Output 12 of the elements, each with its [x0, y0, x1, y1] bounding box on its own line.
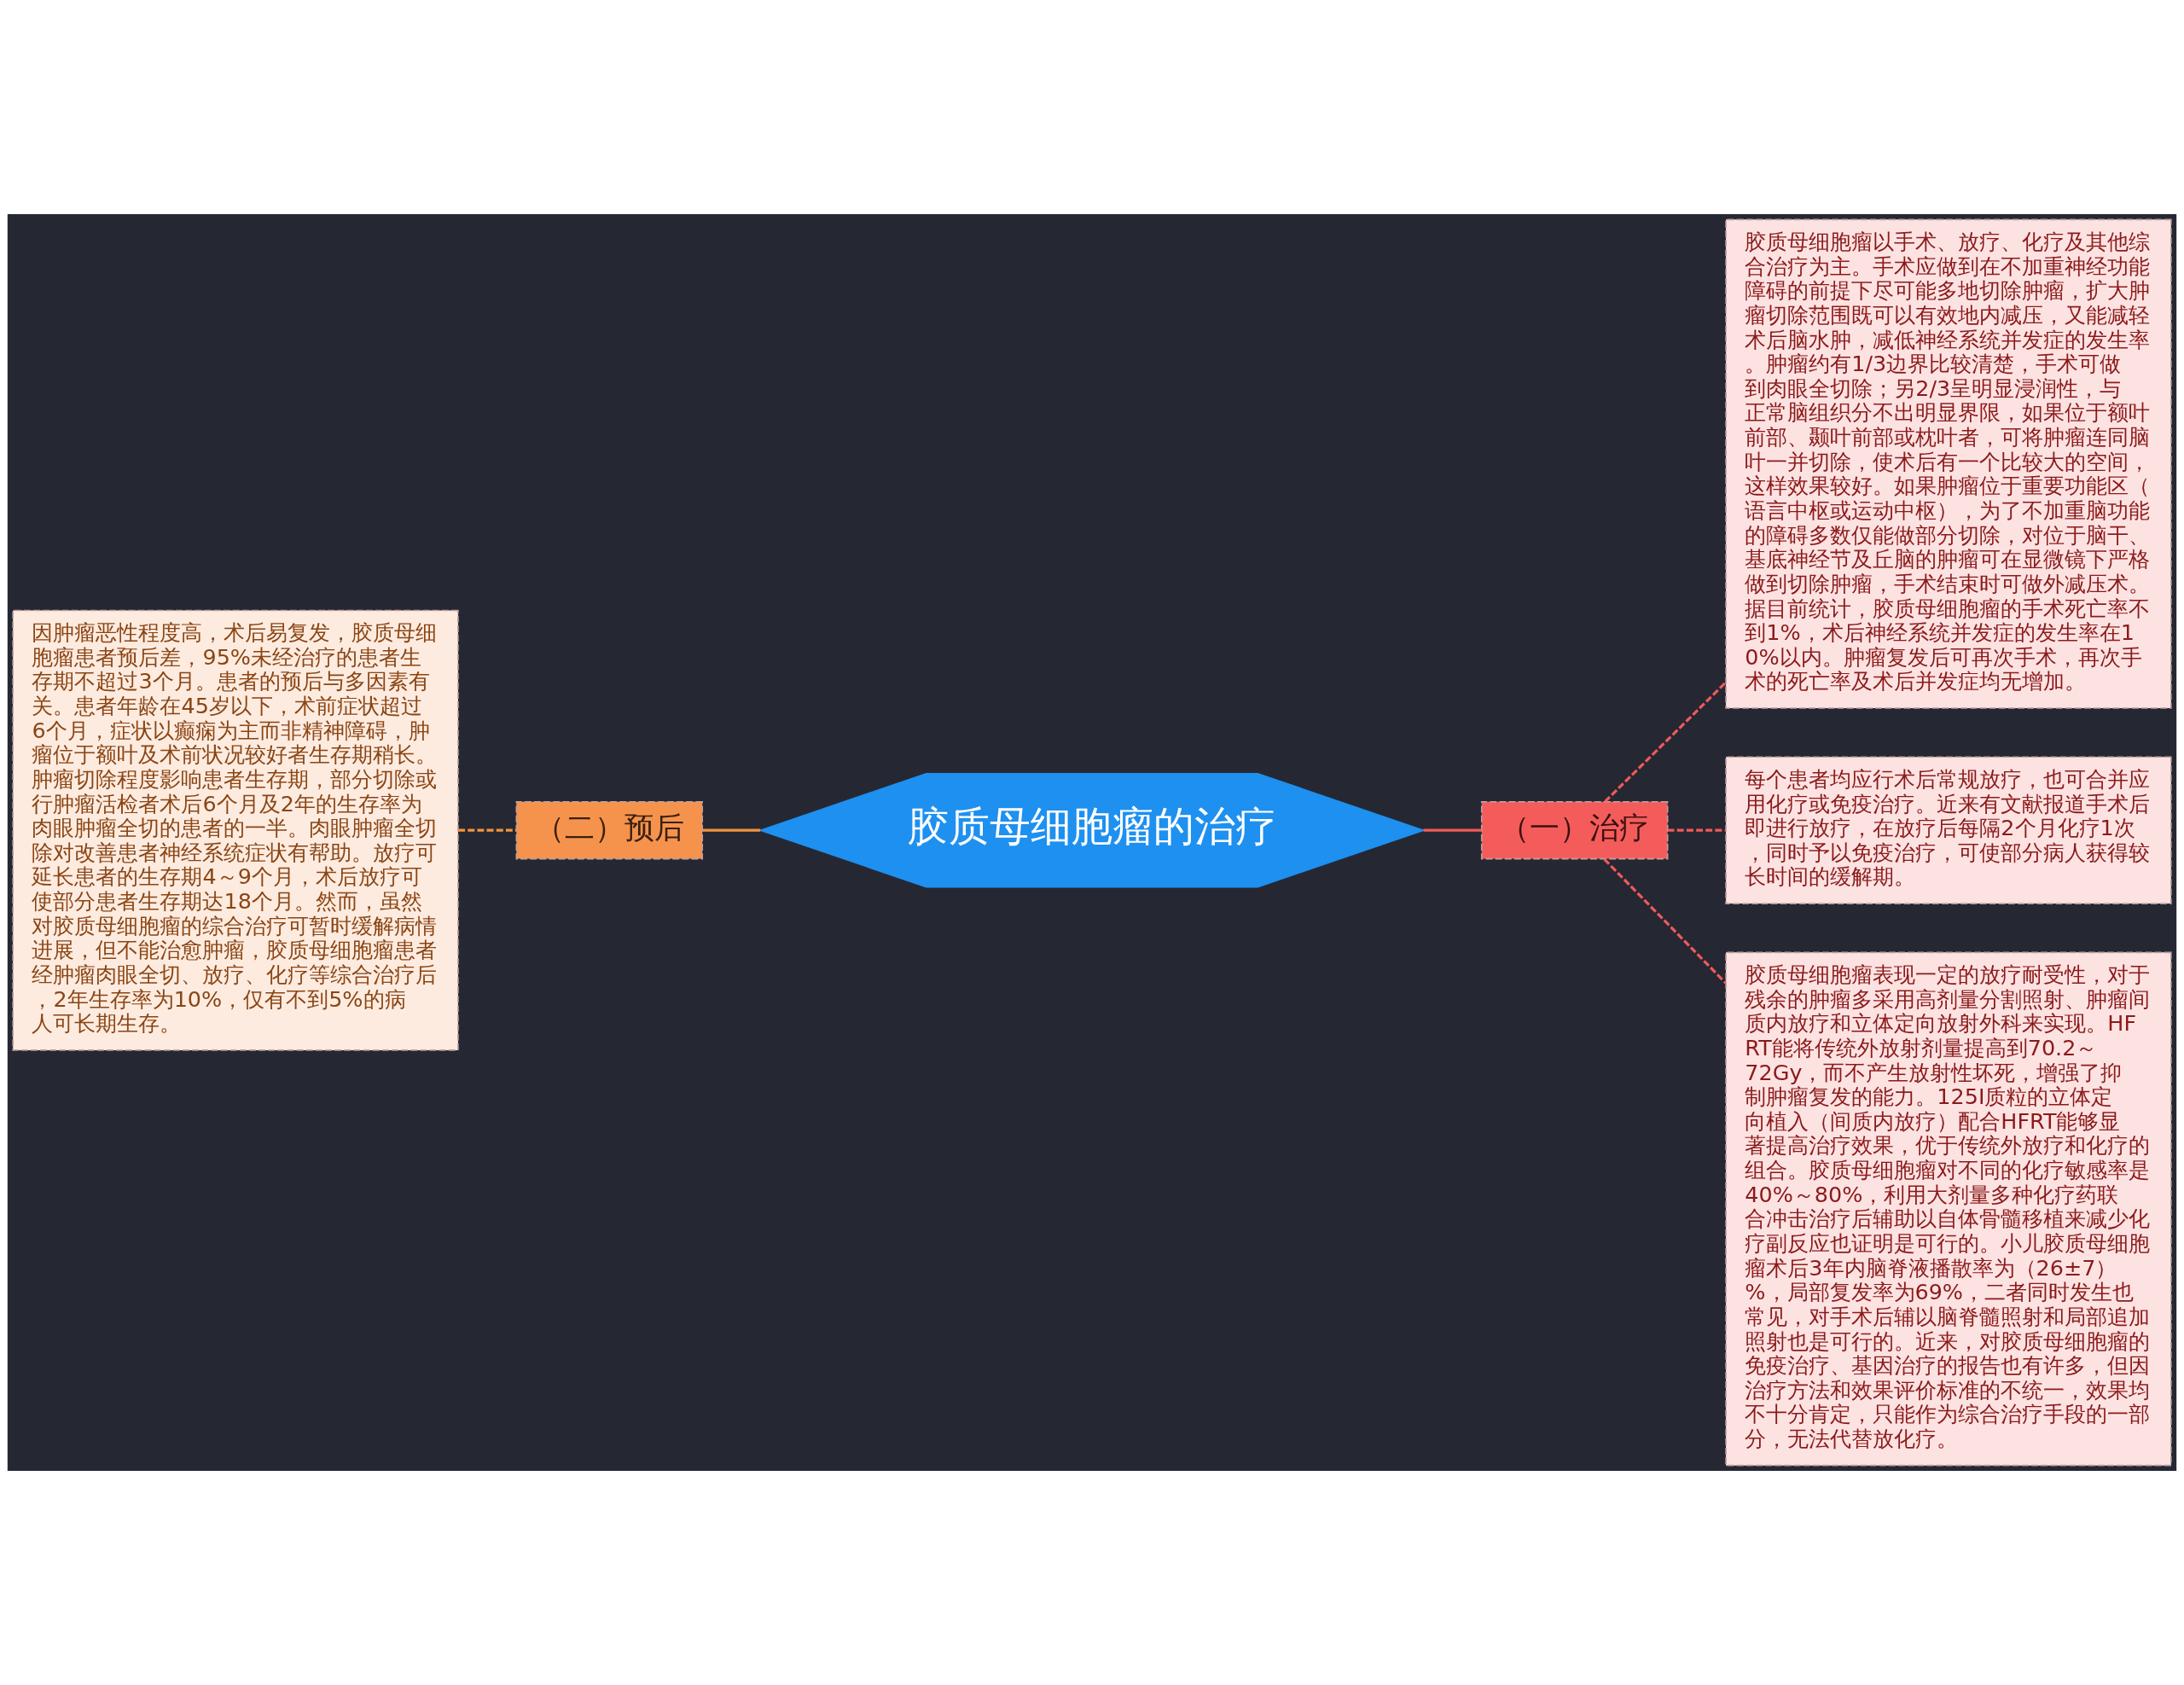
connector: [702, 828, 761, 832]
node-box: （一）治疗: [1480, 801, 1669, 860]
node-box: 因肿瘤恶性程度高，术后易复发，胶质母细胞瘤患者预后差，95%未经治疗的患者生存期不超过3个月。患者的预后与多因素有关。患者年龄在45岁以下，术前症状超过6个月，症状以癫痫为主而非精神障碍，肿瘤位于额叶及术前状况较好者生存期稍长。肿瘤切除程度影响患者生存期，部分切除或行肿瘤活检者术后6个月及2年的生存率为肉眼肿瘤全切的患者的一半。肉眼肿瘤全切除对改善患者神经系统症状有帮助。放疗可延长患者的生存期4～9个月，术后放疗可使部分患者生存期达18个月。然而，虽然对胶质母细胞瘤的综合治疗可暂时缓解病情进展，但不能治愈肿瘤，胶质母细胞瘤患者经肿瘤肉眼全切、放疗、化疗等综合治疗后，2年生存率为10%，仅有不到5%的病人可长期生存。: [12, 609, 459, 1051]
connector: [1604, 681, 1728, 803]
node-box: 每个患者均应行术后常规放疗，也可合并应用化疗或免疫治疗。近来有文献报道手术后即进行放疗，在放疗后每隔2个月化疗1次，同时予以免疫治疗，可使部分病人获得较长时间的缓解期。: [1725, 756, 2172, 904]
connector: [1667, 828, 1726, 832]
connector: [458, 828, 517, 832]
connector: [1603, 858, 1727, 985]
node-box: （二）预后: [515, 801, 704, 860]
connector: [1423, 828, 1482, 832]
node-box: 胶质母细胞瘤以手术、放疗、化疗及其他综合治疗为主。手术应做到在不加重神经功能障碍的前提下尽可能多地切除肿瘤，扩大肿瘤切除范围既可以有效地内减压，又能减轻术后脑水肿，减低神经系统并发症的发生率。肿瘤约有1/3边界比较清楚，手术可做到肉眼全切除；另2/3呈明显浸润性，与正常脑组织分不出明显界限，如果位于额叶前部、颞叶前部或枕叶者，可将肿瘤连同脑叶一并切除，使术后有一个比较大的空间，这样效果较好。如果肿瘤位于重要功能区（语言中枢或运动中枢），为了不加重脑功能的障碍多数仅能做部分切除，对位于脑干、基底神经节及丘脑的肿瘤可在显微镜下严格做到切除肿瘤，手术结束时可做外减压术。据目前统计，胶质母细胞瘤的手术死亡率不到1%，术后神经系统并发症的发生率在10%以内。肿瘤复发后可再次手术，再次手术的死亡率及术后并发症均无增加。: [1725, 218, 2172, 709]
node-box: 胶质母细胞瘤表现一定的放疗耐受性，对于残余的肿瘤多采用高剂量分割照射、肿瘤间质内放疗和立体定向放射外科来实现。HFRT能将传统外放射剂量提高到70.2～72Gy，而不产生放射性坏死，增强了抑制肿瘤复发的能力。125I质粒的立体定向植入（间质内放疗）配合HFRT能够显著提高治疗效果，优于传统外放疗和化疗的组合。胶质母细胞瘤对不同的化疗敏感率是40%～80%，利用大剂量多种化疗药联合冲击治疗后辅助以自体骨髓移植来减少化疗副反应也证明是可行的。小儿胶质母细胞瘤术后3年内脑脊液播散率为（26±7）%，局部复发率为69%，二者同时发生也常见，对手术后辅以脑脊髓照射和局部追加照射也是可行的。近来，对胶质母细胞瘤的免疫治疗、基因治疗的报告也有许多，但因治疗方法和效果评价标准的不统一，效果均不十分肯定，只能作为综合治疗手段的一部分，无法代替放化疗。: [1725, 951, 2172, 1467]
